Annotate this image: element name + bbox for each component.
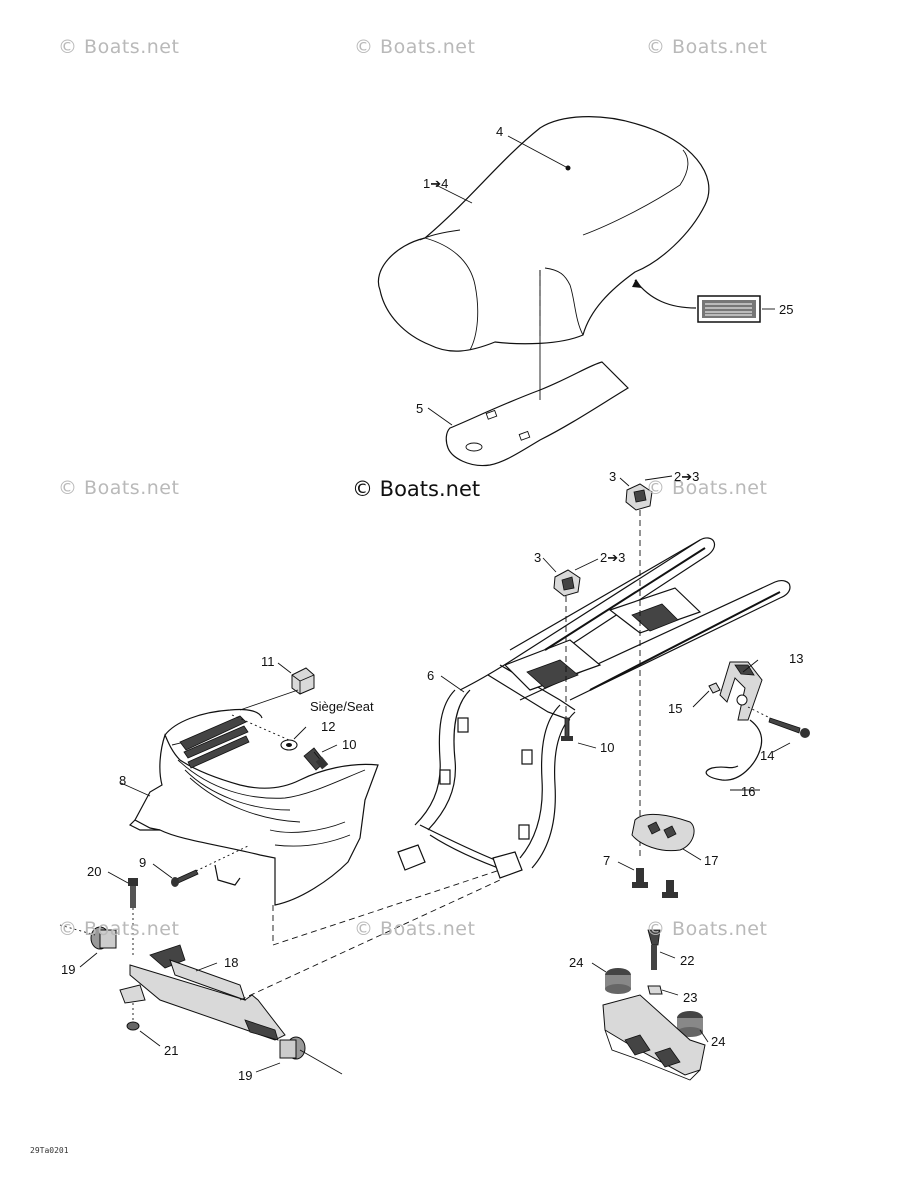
frame-nut-top — [625, 483, 653, 511]
washer-12 — [280, 739, 298, 751]
seat-illustration — [377, 116, 710, 400]
latch-block — [631, 813, 695, 852]
part-label-10-left: 10 — [342, 737, 357, 752]
part-label-5: 5 — [416, 401, 424, 416]
part-label-19-left: 19 — [61, 962, 76, 977]
nut-15 — [708, 682, 721, 694]
bolt-22 — [647, 929, 661, 970]
part-label-24-left: 24 — [569, 955, 584, 970]
part-label-22: 22 — [680, 953, 695, 968]
seat-frame — [397, 537, 791, 879]
watermark-mid-center: © Boats.net — [352, 477, 481, 501]
part-label-25: 25 — [779, 302, 794, 317]
part-label-12: 12 — [321, 719, 336, 734]
watermark-low-left: © Boats.net — [58, 918, 180, 940]
part-label-9: 9 — [139, 855, 147, 870]
part-label-19-right: 19 — [238, 1068, 253, 1083]
bolt-14 — [768, 717, 810, 738]
part-label-3-mid: 3 — [534, 550, 542, 565]
seat-callout-label: Siège/Seat — [310, 699, 374, 714]
part-label-14: 14 — [760, 748, 775, 763]
part-label-15: 15 — [668, 701, 683, 716]
part-label-23: 23 — [683, 990, 698, 1005]
screw-20 — [128, 878, 138, 908]
watermark-low-right: © Boats.net — [646, 918, 768, 940]
latch-bracket — [719, 661, 763, 721]
part-label-20: 20 — [87, 864, 102, 879]
part-label-7: 7 — [603, 853, 611, 868]
watermark-top-center: © Boats.net — [354, 36, 476, 58]
part-label-16: 16 — [741, 784, 756, 799]
part-label-4: 4 — [496, 124, 504, 139]
screw-9 — [171, 869, 199, 887]
part-label-11: 11 — [261, 654, 275, 669]
part-label-2-3-top: 2➔3 — [674, 469, 700, 484]
nut-21 — [126, 1021, 140, 1031]
seat-base-plate — [445, 361, 629, 467]
watermark-mid-left: © Boats.net — [58, 477, 180, 499]
part-label-1-4: 1➔4 — [423, 176, 449, 191]
part-label-18: 18 — [224, 955, 239, 970]
part-label-10-frame: 10 — [600, 740, 615, 755]
part-label-2-3-mid: 2➔3 — [600, 550, 626, 565]
watermark-top-right: © Boats.net — [646, 36, 768, 58]
watermark-low-center: © Boats.net — [354, 918, 476, 940]
part-label-24-right: 24 — [711, 1034, 726, 1049]
bushing-19-right — [279, 1036, 306, 1060]
watermark-top-left: © Boats.net — [58, 36, 180, 58]
screw-7 — [632, 868, 678, 898]
part-label-13: 13 — [789, 651, 804, 666]
figure-code: 29Ta0201 — [30, 1146, 69, 1155]
screw-10-frame — [561, 717, 573, 741]
warning-label-decal — [632, 279, 761, 323]
release-cable — [705, 719, 763, 781]
part-label-3-top: 3 — [609, 469, 617, 484]
part-label-17: 17 — [704, 853, 719, 868]
nut-23 — [647, 985, 663, 995]
screw-10-left — [303, 747, 329, 771]
part-label-8: 8 — [119, 773, 127, 788]
watermark-mid-right: © Boats.net — [646, 477, 768, 499]
part-label-21: 21 — [164, 1043, 179, 1058]
rear-fairing — [128, 708, 501, 946]
rubber-bumper-24-left — [605, 968, 631, 994]
bumper-mount-block — [602, 994, 706, 1081]
bushing-19-left — [90, 926, 117, 950]
leader-lines — [79, 135, 791, 1073]
clip-nut — [119, 984, 146, 1004]
hinge-assembly — [129, 879, 501, 1041]
part-label-6: 6 — [427, 668, 435, 683]
frame-nut-mid — [553, 569, 581, 597]
rubber-stop — [291, 667, 315, 695]
